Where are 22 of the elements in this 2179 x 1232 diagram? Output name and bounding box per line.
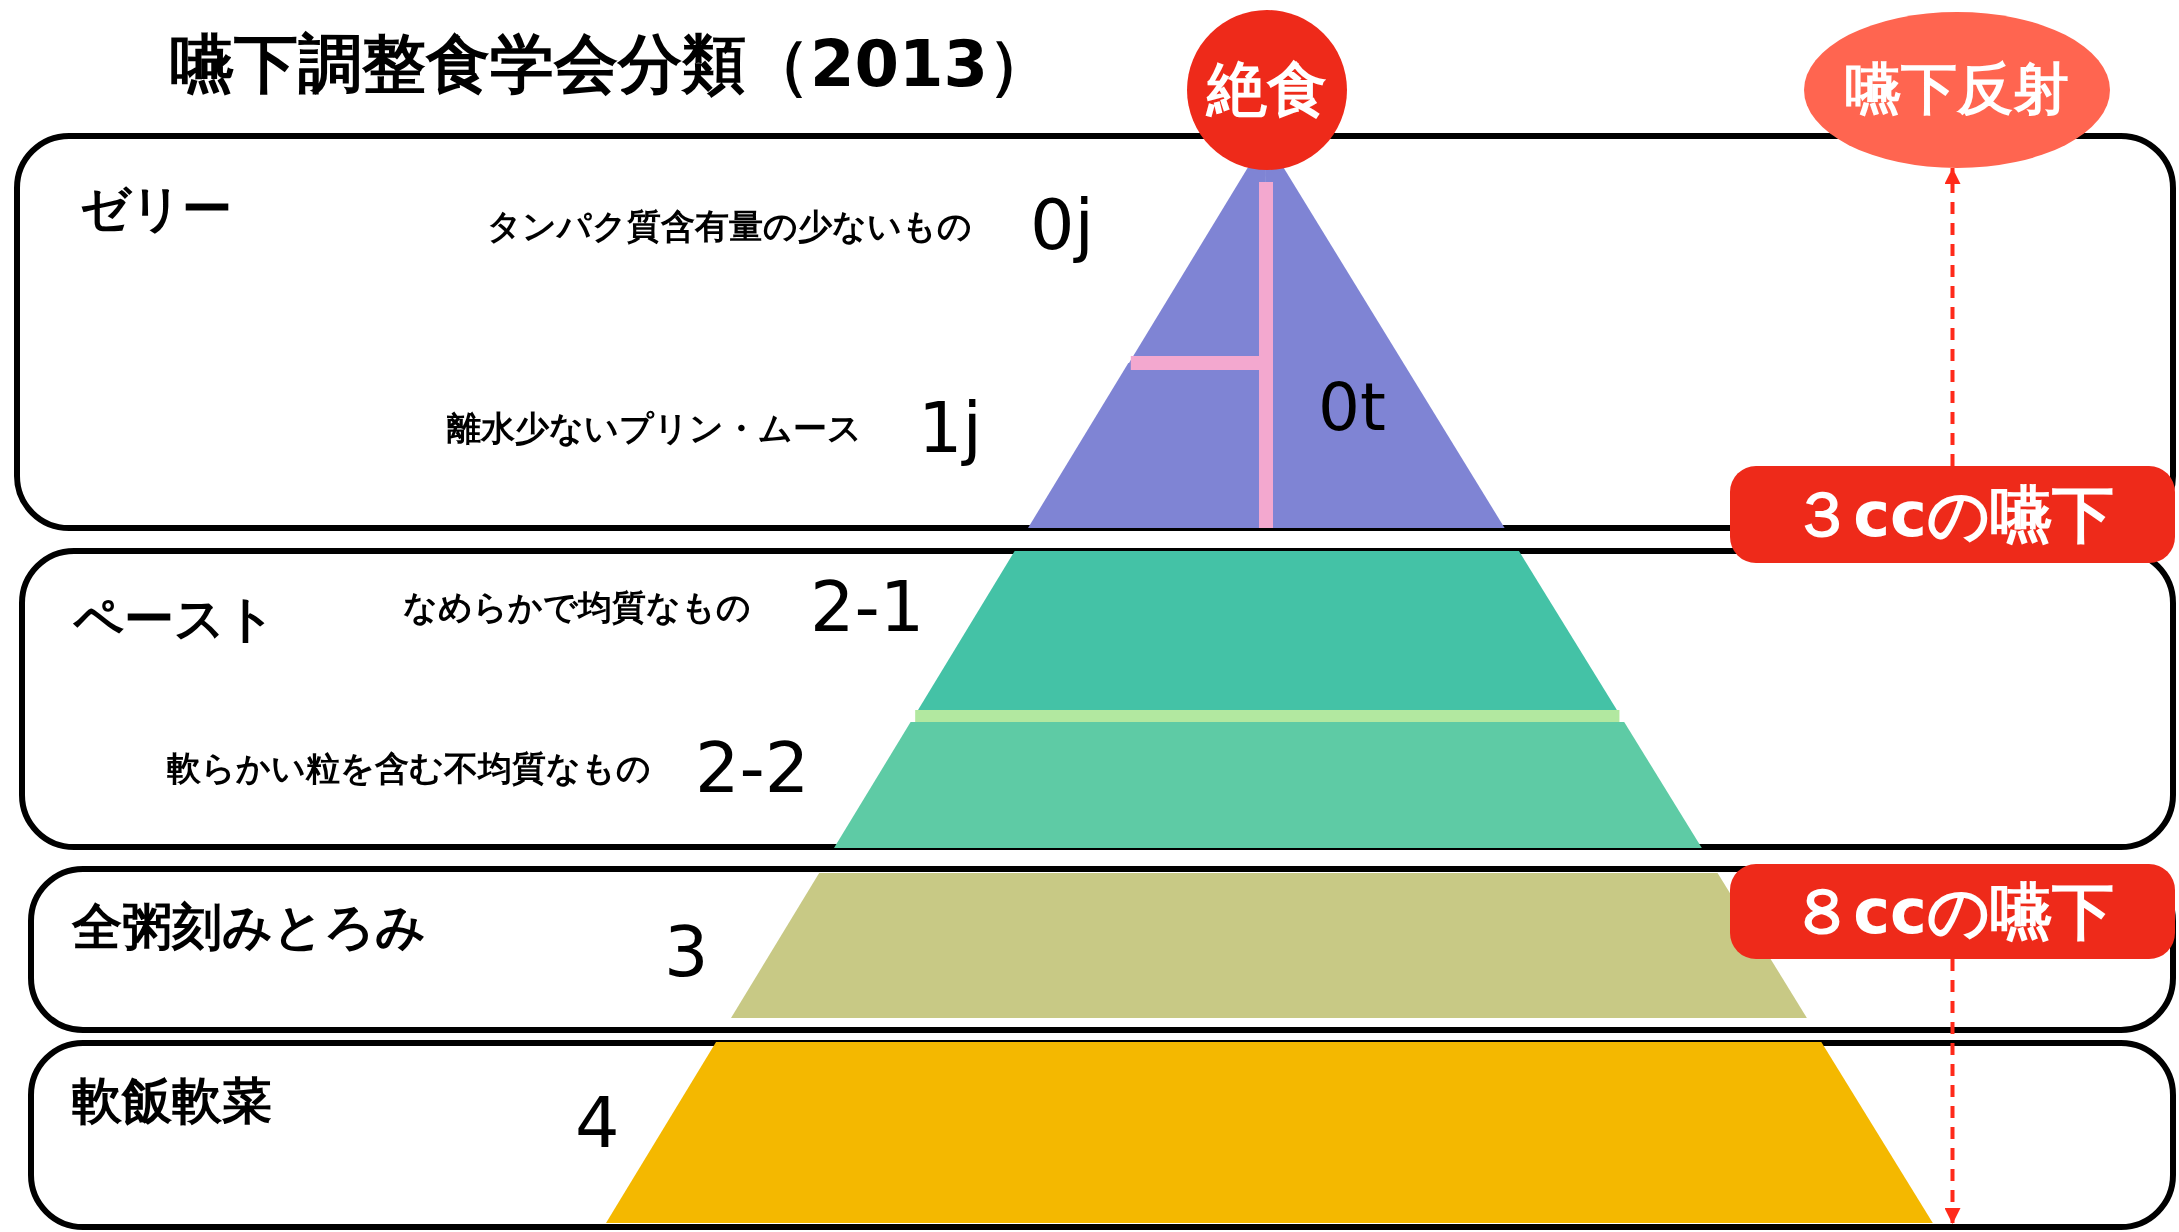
circle-badge: 絶食: [1187, 10, 1347, 170]
diagram-title: 嚥下調整食学会分類（2013）: [170, 32, 1053, 96]
volume-badge: ３ccの嚥下: [1730, 466, 2175, 563]
level-code: 4: [575, 1088, 620, 1158]
level-code: 3: [664, 917, 709, 987]
description-text: 軟らかい粒を含む不均質なもの: [167, 751, 651, 785]
level-code: 2-1: [810, 572, 925, 642]
category-band: [28, 866, 2176, 1033]
category-heading: 全粥刻みとろみ: [72, 902, 426, 952]
dashed-arrow: [1944, 959, 1961, 1224]
description-text: 離水少ないプリン・ムース: [447, 411, 862, 445]
category-band: [19, 548, 2176, 850]
category-heading: ゼリー: [80, 184, 232, 234]
description-text: タンパク質含有量の少ないもの: [487, 209, 972, 243]
category-heading: ペースト: [73, 594, 276, 644]
level-code: 0t: [1318, 375, 1386, 441]
level-code: 2-2: [695, 733, 810, 803]
category-heading: 軟飯軟菜: [72, 1076, 272, 1126]
ellipse-badge: 嚥下反射: [1804, 12, 2110, 168]
dashed-arrow: [1944, 168, 1961, 466]
category-band: [28, 1040, 2176, 1230]
description-text: なめらかで均質なもの: [403, 590, 751, 624]
